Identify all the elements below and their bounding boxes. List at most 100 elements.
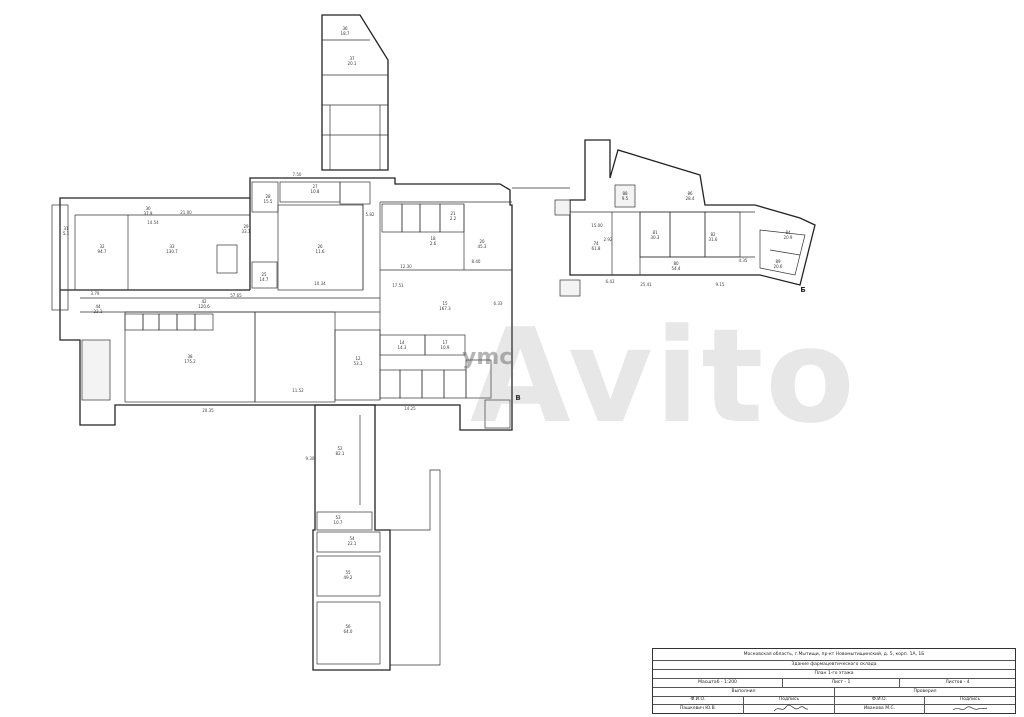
room-area: 10.7 (334, 520, 343, 525)
stamp-fio-label: Ф.И.О. (653, 696, 744, 704)
room-area: 167.3 (439, 306, 451, 311)
room-num: 29 (243, 224, 249, 229)
dimension: 3.79 (91, 291, 100, 296)
room-num: 20 (479, 239, 485, 244)
room-area: 20.6 (774, 264, 783, 269)
room-area: 10.8 (311, 189, 320, 194)
room-num: 82 (710, 232, 716, 237)
dimension: 6.33 (494, 301, 503, 306)
dimension: 9.30 (306, 456, 315, 461)
dimension: 11.52 (292, 388, 304, 393)
dimension-labels: 14.54 21.00 57.65 17.51 20.35 11.52 3.79… (91, 172, 748, 461)
section-marker-v: В (515, 394, 520, 402)
room-area: 31.6 (709, 237, 718, 242)
room-area: 49.2 (344, 575, 353, 580)
room-num: 30 (145, 206, 151, 211)
room-num: 21 (450, 211, 456, 216)
room-num: 32 (99, 244, 105, 249)
room-area: 37.9 (144, 211, 153, 216)
room-num: 17 (442, 340, 448, 345)
stamp-sheets: Листов - 4 (945, 680, 970, 685)
stamp-building: Здание фармацевтического склада (653, 660, 1015, 670)
watermark: Avito (470, 300, 857, 452)
stamp-names-row: Пашкевич Ю.В. Иванова М.С. (653, 704, 1015, 714)
room-area: 33.1 (242, 229, 251, 234)
stamp-signature-label: Подпись (959, 697, 981, 702)
room-area: 11.6 (316, 249, 325, 254)
room-area: 14.7 (260, 277, 269, 282)
stamp-scale: Масштаб - 1:200 (653, 678, 783, 687)
dimension: 21.00 (180, 210, 192, 215)
stamp-fio-label: Ф.И.О. (835, 696, 925, 704)
stamp-signature-label: Подпись (744, 696, 835, 704)
dimension: 4.35 (739, 258, 748, 263)
dimension: 8.40 (472, 259, 481, 264)
checker-signature (925, 704, 1015, 714)
room-num: 31 (63, 226, 69, 231)
dimension: 9.15 (716, 282, 725, 287)
room-num: 38 (187, 354, 193, 359)
dimension: 14.54 (147, 220, 159, 225)
section-marker-b: Б (800, 286, 805, 294)
room-area: 130.7 (166, 249, 178, 254)
room-num: 86 (687, 191, 693, 196)
room-num: 15 (442, 301, 448, 306)
signature-scribble (952, 706, 988, 711)
dimension: 57.65 (230, 293, 242, 298)
room-area: 22.1 (94, 309, 103, 314)
stamp-executor-name: Пашкевич Ю.В. (653, 704, 744, 714)
room-area: 14.3 (398, 345, 407, 350)
dimension: 12.30 (400, 264, 412, 269)
east-building (554, 139, 816, 297)
dimension: 5.82 (366, 212, 375, 217)
room-area: 64.0 (344, 629, 353, 634)
room-area: 18.7 (341, 31, 350, 36)
stamp-checker-name: Иванова М.С. (835, 704, 925, 714)
room-num: 12 (355, 356, 361, 361)
room-num: 74 (593, 241, 599, 246)
room-area: 9.5 (622, 196, 629, 201)
room-area: 5.1 (63, 231, 70, 236)
room-num: 18 (430, 236, 436, 241)
room-area: 20.1 (348, 61, 357, 66)
room-area: 2.6 (430, 241, 437, 246)
title-block: Московская область, г.Мытищи, пр-кт Ново… (652, 648, 1016, 714)
executor-signature (744, 704, 835, 714)
room-num: 25 (261, 272, 267, 277)
stamp-checked: Проверил (913, 689, 937, 694)
room-num: 89 (775, 259, 781, 264)
room-num: 84 (785, 230, 791, 235)
room-num: 44 (95, 304, 101, 309)
room-area: 30.3 (651, 235, 660, 240)
dimension: 6.43 (606, 279, 615, 284)
stamp-executed: Выполнил (653, 687, 835, 696)
room-num: 81 (652, 230, 658, 235)
room-area: 120.6 (198, 304, 210, 309)
room-num: 27 (312, 184, 318, 189)
dimension: 10.34 (314, 281, 326, 286)
room-num: 55 (345, 570, 351, 575)
stamp-sheet: Лист - 1 (783, 678, 900, 687)
room-area: 15.5 (264, 199, 273, 204)
stamp-plan-title: План 1-го этажа (653, 669, 1015, 679)
room-area: 94.7 (98, 249, 107, 254)
room-area: 53.1 (354, 361, 363, 366)
room-num: 26 (317, 244, 323, 249)
room-num: 42 (201, 299, 207, 304)
room-area: 54.4 (672, 266, 681, 271)
main-building (51, 177, 513, 431)
room-num: 80 (673, 261, 679, 266)
dimension: 14.25 (404, 406, 416, 411)
room-area: 10.9 (441, 345, 450, 350)
room-area: 82.1 (336, 451, 345, 456)
room-area: 22.1 (348, 541, 357, 546)
room-area: 61.8 (592, 246, 601, 251)
room-num: 28 (265, 194, 271, 199)
dimension: 25.41 (640, 282, 652, 287)
signature-scribble (773, 704, 809, 712)
room-num: 36 (342, 26, 348, 31)
dimension: 20.35 (202, 408, 214, 413)
dimension: 15.00 (591, 223, 603, 228)
room-num: 56 (345, 624, 351, 629)
